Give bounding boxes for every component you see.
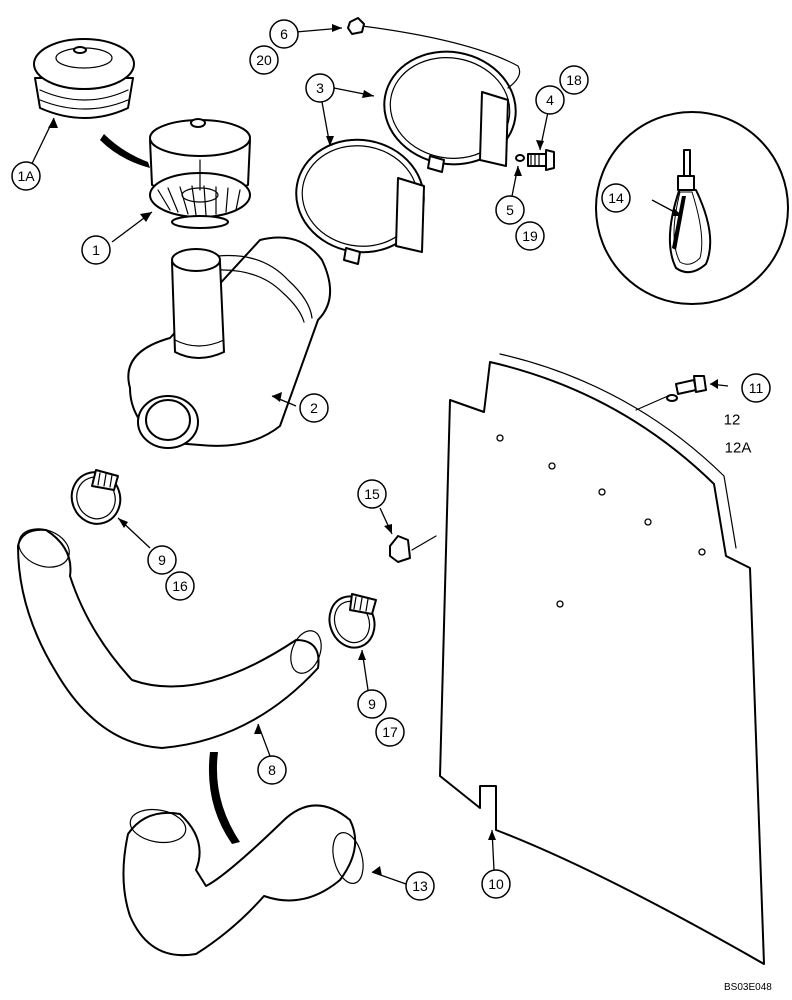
svg-text:9: 9 — [158, 552, 166, 568]
svg-text:13: 13 — [412, 878, 428, 894]
cable-tie — [668, 149, 712, 274]
precleaner-assembly — [149, 118, 251, 229]
svg-text:3: 3 — [316, 80, 324, 96]
svg-text:19: 19 — [522, 228, 538, 244]
svg-text:20: 20 — [256, 52, 272, 68]
callout-8: 8 — [257, 755, 287, 785]
svg-text:17: 17 — [382, 724, 398, 740]
svg-text:14: 14 — [608, 190, 624, 206]
svg-text:12: 12 — [724, 412, 741, 429]
hose-clamp-lower — [328, 593, 377, 649]
callout-4: 4 — [535, 85, 565, 115]
panel-bolt — [675, 375, 707, 395]
callout-6: 6 — [269, 19, 299, 49]
panel-hole — [644, 518, 652, 526]
panel-washer — [666, 394, 678, 402]
insulation-panel — [439, 353, 765, 965]
panel-hole — [548, 462, 556, 470]
svg-text:5: 5 — [506, 202, 514, 218]
callout-1A: 1A — [11, 161, 41, 191]
panel-hole — [556, 600, 564, 608]
reference-code: BS03E048 — [724, 982, 772, 993]
svg-text:18: 18 — [566, 72, 582, 88]
callout-18: 18 — [559, 65, 589, 95]
panel-hole — [496, 434, 504, 442]
svg-text:4: 4 — [546, 92, 554, 108]
svg-text:11: 11 — [749, 380, 764, 396]
panel-hole — [598, 488, 606, 496]
callout-11: 11 — [741, 373, 771, 403]
label-12: 12 — [724, 412, 741, 429]
band-hint-line — [361, 25, 521, 89]
panel-hint-line — [635, 395, 669, 411]
callout-14: 14 — [601, 183, 631, 213]
bolt — [527, 149, 555, 171]
callout-13: 13 — [405, 871, 435, 901]
elbow-hose — [17, 528, 322, 749]
lock-washer — [515, 154, 525, 162]
hose-clamp-upper — [70, 469, 122, 525]
svg-text:15: 15 — [364, 486, 380, 502]
svg-text:10: 10 — [488, 876, 504, 892]
svg-text:16: 16 — [172, 578, 188, 594]
panel-clip — [389, 535, 437, 563]
callout-10: 10 — [481, 869, 511, 899]
svg-text:1A: 1A — [17, 168, 35, 184]
mounting-band-upper — [383, 50, 517, 173]
air-cleaner-body — [127, 236, 332, 449]
svg-text:6: 6 — [280, 26, 288, 42]
callout-3: 3 — [305, 73, 335, 103]
leader-arrowheads — [48, 24, 718, 876]
callout-9-upper: 9 — [147, 545, 177, 575]
callout-15: 15 — [357, 479, 387, 509]
assembly-arrow-1a — [100, 134, 150, 168]
callout-20: 20 — [249, 45, 279, 75]
nut — [347, 17, 365, 35]
callout-16: 16 — [165, 571, 195, 601]
precleaner-cap — [33, 38, 135, 119]
svg-text:2: 2 — [310, 400, 318, 416]
assembly-arrow-hose — [208, 752, 240, 844]
callout-9-lower: 9 — [357, 689, 387, 719]
svg-text:1: 1 — [92, 242, 100, 258]
callout-19: 19 — [515, 221, 545, 251]
s-hose — [122, 804, 364, 957]
svg-text:8: 8 — [268, 762, 276, 778]
callout-1: 1 — [81, 235, 111, 265]
panel-hole — [698, 548, 706, 556]
callout-17: 17 — [375, 717, 405, 747]
callout-2: 2 — [299, 393, 329, 423]
label-12A: 12A — [725, 440, 752, 457]
svg-text:9: 9 — [368, 696, 376, 712]
callout-5: 5 — [495, 195, 525, 225]
svg-text:12A: 12A — [725, 440, 752, 457]
mounting-band-lower — [295, 138, 425, 265]
